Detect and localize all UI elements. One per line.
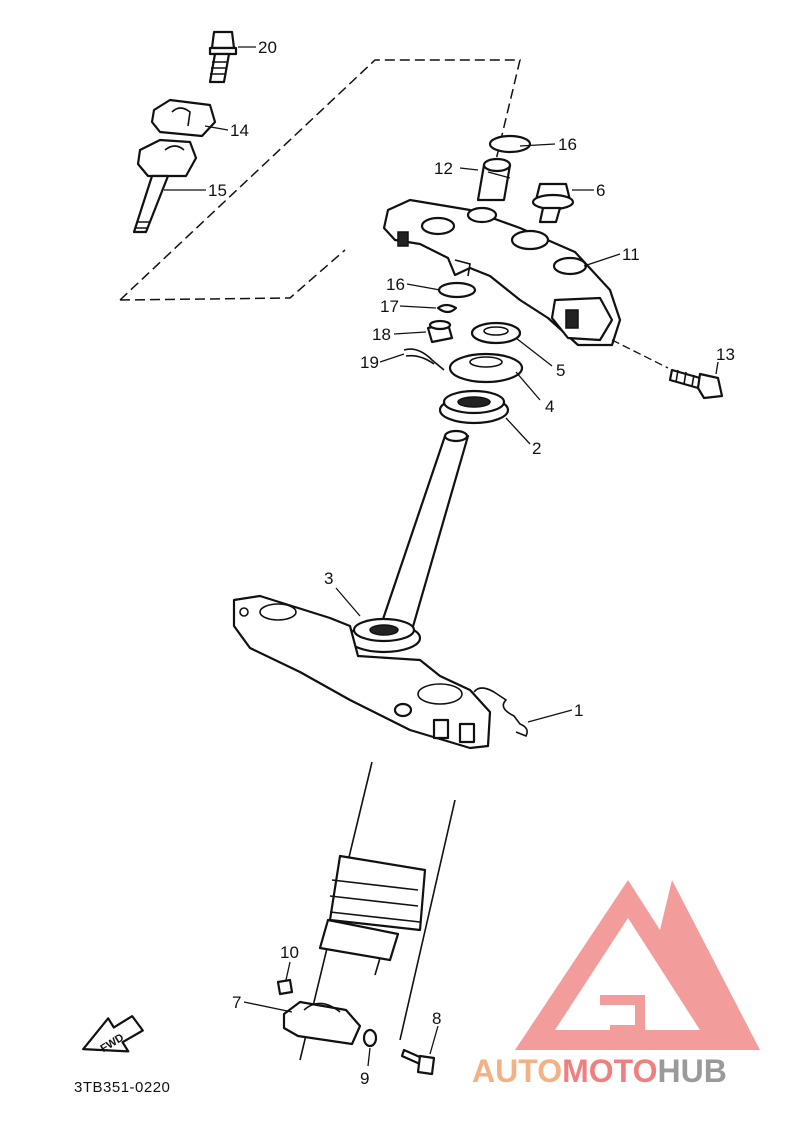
steering-stem xyxy=(378,429,470,632)
callout-16-upper: 16 xyxy=(558,135,577,154)
handlebar-holder-lower-15 xyxy=(132,138,198,234)
hose-guide-1 xyxy=(473,687,528,738)
nut-18 xyxy=(426,319,454,344)
watermark-moto: MOTO xyxy=(562,1053,657,1089)
nut-10 xyxy=(276,978,294,996)
stem-nut-6 xyxy=(531,182,575,224)
callout-12: 12 xyxy=(434,159,453,178)
watermark-auto: AUTO xyxy=(472,1053,562,1089)
bearing-3 xyxy=(346,617,422,654)
fwd-arrow-icon: FWD xyxy=(82,1015,144,1055)
callout-13: 13 xyxy=(716,345,735,364)
hose-holder-7 xyxy=(282,1000,362,1046)
callout-5: 5 xyxy=(556,361,565,380)
leader-lines xyxy=(164,46,719,1067)
callout-7: 7 xyxy=(232,993,241,1012)
callout-9: 9 xyxy=(360,1069,369,1088)
upper-bracket-11 xyxy=(382,198,622,347)
callout-14: 14 xyxy=(230,121,249,140)
bolt-20 xyxy=(208,30,238,84)
callout-18: 18 xyxy=(372,325,391,344)
callout-10: 10 xyxy=(280,943,299,962)
callout-4: 4 xyxy=(545,397,554,416)
callout-15: 15 xyxy=(208,181,227,200)
washer-9 xyxy=(362,1028,378,1048)
callout-20: 20 xyxy=(258,38,277,57)
callout-17: 17 xyxy=(380,297,399,316)
bearing-cover-4 xyxy=(448,352,524,384)
watermark-hub: HUB xyxy=(657,1053,726,1089)
watermark-logo-icon xyxy=(515,880,760,1050)
callout-19: 19 xyxy=(360,353,379,372)
bolt-8 xyxy=(400,1048,436,1076)
watermark-brand: AUTOMOTOHUB xyxy=(472,1053,727,1089)
fork-tube xyxy=(299,761,456,1061)
pinch-bolt-13 xyxy=(668,368,724,400)
washer-16-lower xyxy=(437,281,477,299)
under-bracket xyxy=(232,594,492,750)
collar-12 xyxy=(476,157,512,202)
callout-6: 6 xyxy=(596,181,605,200)
lock-washer-17 xyxy=(436,303,458,314)
bearing-2 xyxy=(438,389,510,425)
callout-16-lower: 16 xyxy=(386,275,405,294)
callout-1: 1 xyxy=(574,701,583,720)
callout-11: 11 xyxy=(622,245,640,264)
callout-2: 2 xyxy=(532,439,541,458)
diagram-code: 3TB351-0220 xyxy=(74,1079,170,1096)
callout-8: 8 xyxy=(432,1009,441,1028)
washer-16-upper xyxy=(488,134,532,154)
ring-nut-5 xyxy=(470,321,522,345)
cotter-pin-19 xyxy=(403,348,445,371)
dashed-group-outline xyxy=(119,59,521,301)
callout-3: 3 xyxy=(324,569,333,588)
handlebar-holder-upper-14 xyxy=(150,98,217,138)
